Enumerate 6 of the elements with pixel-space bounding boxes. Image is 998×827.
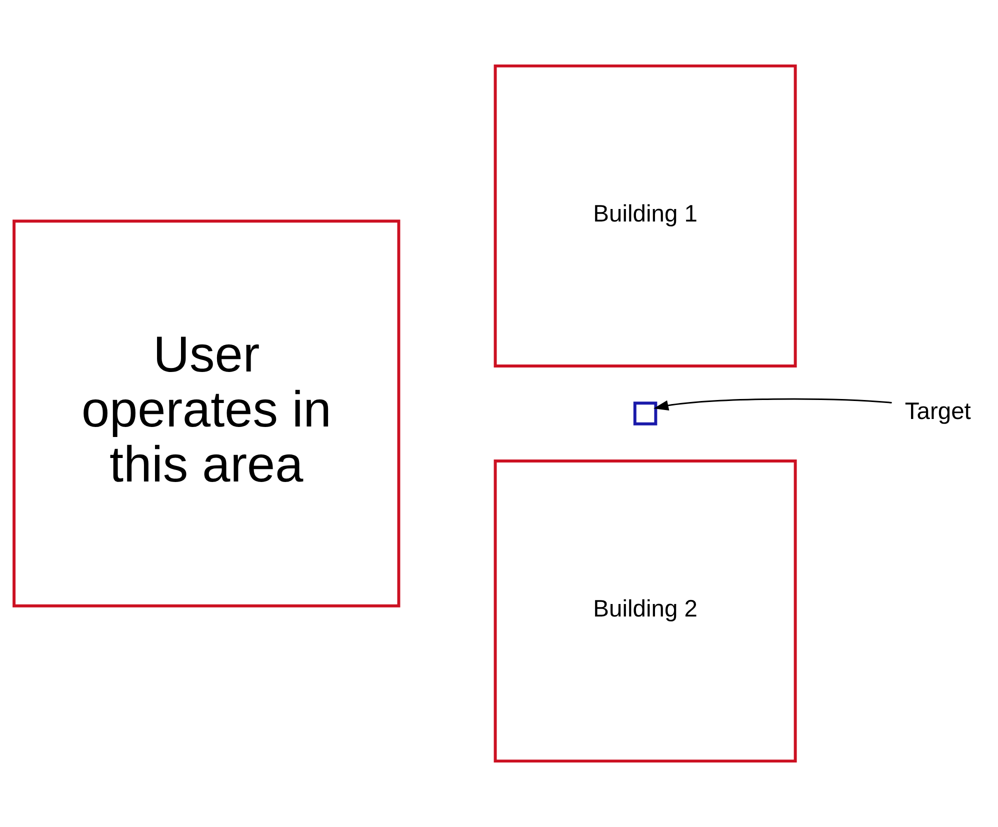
node-box (633, 402, 658, 426)
node-box: Building 1 (494, 64, 797, 368)
node-box: Building 2 (494, 460, 797, 763)
node-box: User operates in this area (12, 220, 400, 608)
node-text: Target (904, 398, 971, 426)
arrow (654, 398, 892, 411)
